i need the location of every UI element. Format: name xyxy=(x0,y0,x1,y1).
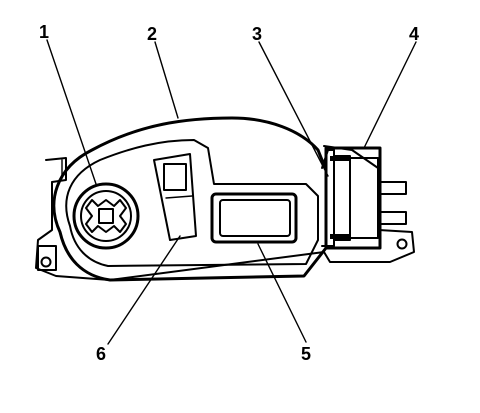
display-window xyxy=(210,192,298,244)
callout-1: 1 xyxy=(39,22,49,42)
rocker-switch xyxy=(153,153,197,241)
right-mounting-hole xyxy=(396,238,408,250)
leader-3 xyxy=(258,41,329,177)
leader-5 xyxy=(257,243,307,343)
electrical-connector xyxy=(324,146,407,250)
callout-5: 5 xyxy=(301,344,311,364)
rotary-knob xyxy=(72,182,140,250)
leader-1 xyxy=(46,39,97,185)
callout-6: 6 xyxy=(96,344,106,364)
left-mounting-tab xyxy=(37,245,57,271)
leader-4 xyxy=(363,41,417,149)
callout-3: 3 xyxy=(252,24,262,44)
bezel xyxy=(52,116,328,282)
leader-lines xyxy=(46,39,417,345)
callout-labels: 1 2 3 4 5 6 xyxy=(39,22,419,364)
callout-2: 2 xyxy=(147,24,157,44)
leader-2 xyxy=(154,41,179,119)
callout-4: 4 xyxy=(409,24,419,44)
leader-6 xyxy=(107,235,181,345)
left-mounting-hole xyxy=(40,256,52,268)
